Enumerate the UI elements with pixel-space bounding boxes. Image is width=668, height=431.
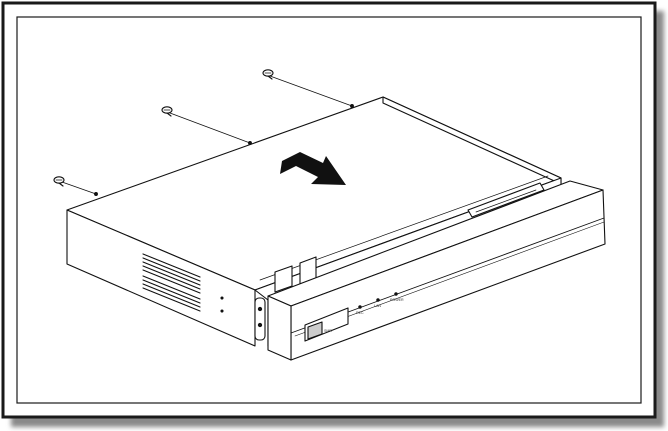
end-cap-button [254, 297, 266, 341]
screw-lead-lines [61, 75, 353, 195]
internal-tab [274, 265, 293, 293]
front-usb-port [307, 321, 323, 340]
side-vent-grille [142, 253, 201, 312]
slide-direction-arrow-icon [280, 152, 346, 185]
rec-led [358, 305, 362, 309]
screw-icon [53, 176, 65, 187]
front-label-lan: LAN [374, 304, 381, 308]
lan-led [376, 298, 380, 302]
chassis-left-side [66, 209, 256, 347]
screw-icon [262, 69, 274, 80]
front-label-rec: REC [356, 311, 364, 315]
internal-bracket [467, 182, 545, 218]
front-label-power: POWER [390, 298, 404, 302]
front-label-smr: SMR [324, 329, 332, 333]
inner-frame [16, 16, 642, 404]
power-led [394, 292, 398, 296]
screw-icon [161, 106, 173, 117]
bezel-end-cap [267, 295, 292, 361]
